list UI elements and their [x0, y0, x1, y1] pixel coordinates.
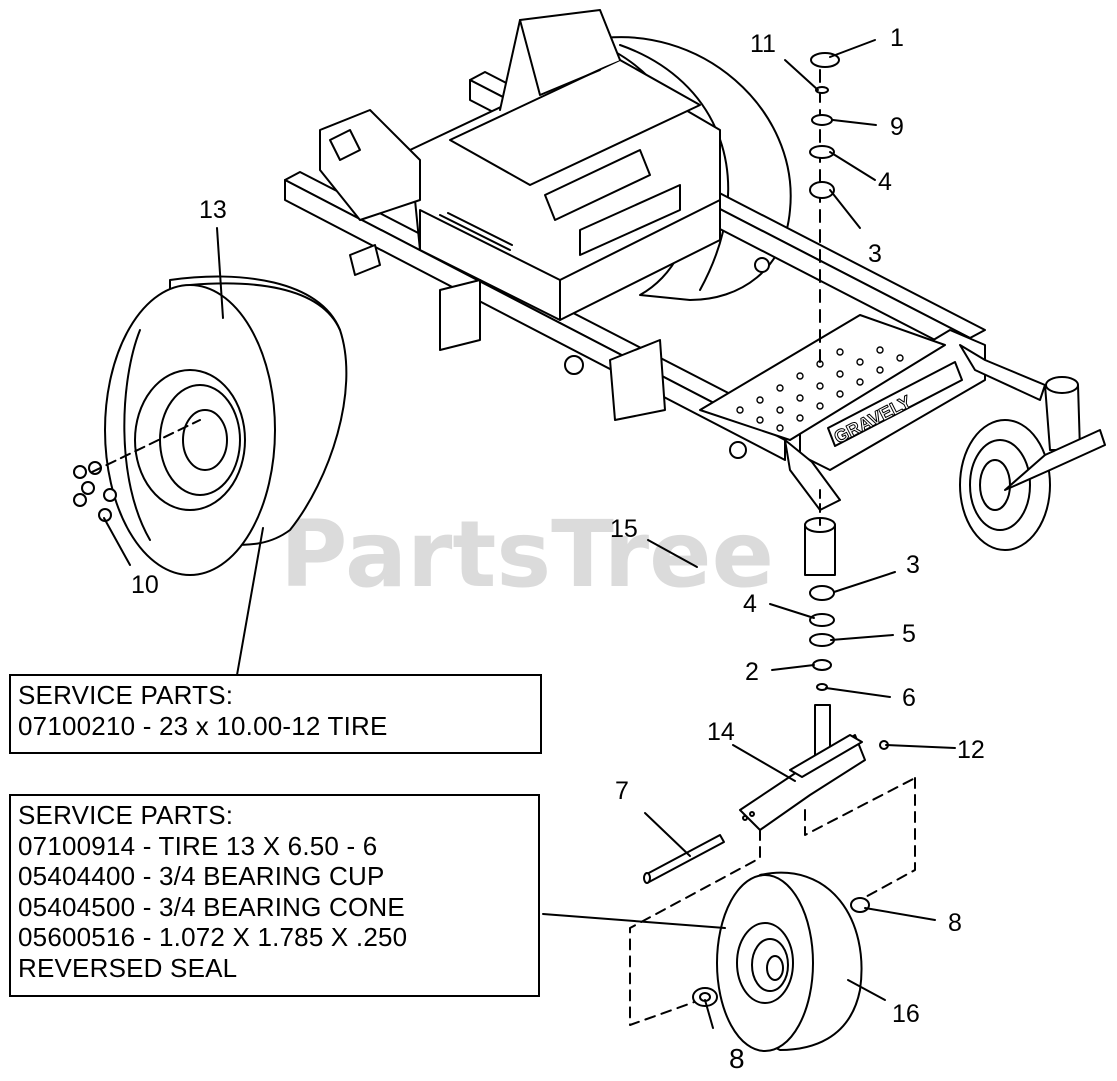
- callout-5: 5: [902, 620, 916, 648]
- bolt-axis-line: [91, 419, 201, 473]
- mower-frame: GRAVELY: [284, 9, 1046, 511]
- callout-8a: 8: [948, 909, 962, 937]
- bearing-cup-lower: [809, 585, 835, 601]
- callout-7: 7: [615, 777, 629, 805]
- service-part-line: 05600516 - 1.072 X 1.785 X .250: [18, 922, 408, 952]
- service-parts-box-rear-tire: SERVICE PARTS: 07100210 - 23 x 10.00-12 …: [9, 674, 542, 754]
- caster-fork: [739, 704, 889, 831]
- callout-15: 15: [610, 515, 638, 543]
- callout-9: 9: [890, 113, 904, 141]
- front-caster-tire: [716, 871, 863, 1052]
- jam-nut: [815, 86, 829, 94]
- callout-10: 10: [131, 571, 159, 599]
- spacer: [812, 659, 832, 671]
- callout-3b: 3: [906, 551, 920, 579]
- rear-left-tire: [104, 275, 348, 576]
- service-part-line: 07100210 - 23 x 10.00-12 TIRE: [18, 710, 388, 741]
- callout-labels: 1 11 9 4 3 13 10 15 3 4 5 2 6 14 12 7 8 …: [131, 24, 985, 1074]
- callout-4b: 4: [743, 590, 757, 618]
- service-part-line: 07100914 - TIRE 13 X 6.50 - 6: [18, 830, 378, 861]
- service-part-line: 05404400 - 3/4 BEARING CUP: [18, 861, 385, 891]
- callout-16: 16: [892, 1000, 920, 1028]
- service-parts-heading: SERVICE PARTS:: [18, 800, 234, 830]
- callout-6: 6: [902, 684, 916, 712]
- callout-2: 2: [745, 658, 759, 686]
- caster-pivot-tube: [804, 517, 836, 576]
- callout-8b: 8: [729, 1043, 745, 1074]
- callout-12: 12: [957, 736, 985, 764]
- axle-bolt: [643, 834, 725, 884]
- callout-13: 13: [199, 196, 227, 224]
- bearing-cup-upper: [809, 181, 835, 199]
- upper-stack: [809, 52, 840, 199]
- installed-front-caster: [959, 376, 1106, 551]
- callout-14: 14: [707, 718, 735, 746]
- service-part-line: 05404500 - 3/4 BEARING CONE: [18, 891, 405, 922]
- flat-washer: [811, 114, 833, 126]
- bearing-cone-lower: [809, 613, 835, 627]
- snap-ring: [816, 683, 828, 691]
- service-parts-heading: SERVICE PARTS:: [18, 680, 234, 710]
- callout-4a: 4: [878, 168, 892, 196]
- callout-11: 11: [750, 30, 776, 58]
- service-part-line: REVERSED SEAL: [18, 952, 238, 983]
- leader-lines: [103, 39, 956, 1029]
- callout-3a: 3: [868, 240, 882, 268]
- service-parts-box-front-caster: SERVICE PARTS: 07100914 - TIRE 13 X 6.50…: [9, 794, 540, 997]
- lower-stack: [809, 585, 835, 691]
- watermark-text: PartsTree: [280, 501, 774, 608]
- callout-1: 1: [890, 24, 904, 52]
- bearing-cone-upper: [809, 145, 835, 159]
